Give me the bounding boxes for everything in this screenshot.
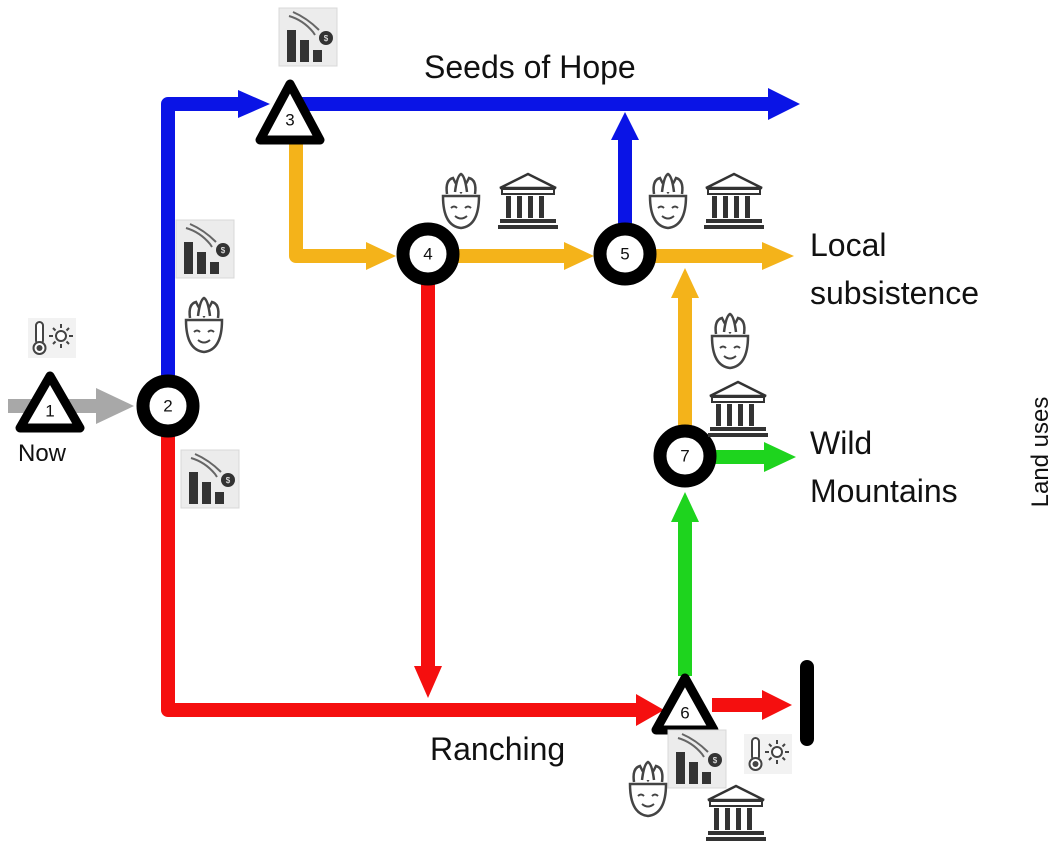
blue-path-seeds-of-hope [300, 88, 800, 120]
wellbeing-head-icon [648, 172, 688, 230]
economy-decline-icon [278, 7, 338, 67]
label-wild-mountains-2: Mountains [810, 473, 958, 509]
economy-decline-icon [667, 729, 727, 789]
institution-building-icon [704, 784, 768, 843]
economy-decline-icon [175, 219, 235, 279]
institution-building-icon [706, 380, 770, 439]
node-6: 6 [651, 673, 719, 735]
wellbeing-head-icon [184, 296, 224, 354]
red-path-4-down [414, 284, 442, 698]
node-1-label: 1 [45, 402, 54, 421]
orange-path-4-to-5 [458, 242, 594, 270]
node-4: 4 [396, 222, 460, 286]
node-3-label: 3 [285, 111, 294, 130]
blue-path-2-to-3 [161, 90, 270, 380]
node-5: 5 [593, 222, 657, 286]
orange-path-3-to-4 [289, 140, 396, 270]
green-path-6-to-7 [671, 492, 699, 676]
institution-building-icon [702, 172, 766, 231]
red-path-ranching [161, 432, 664, 726]
blue-path-5-to-seeds [611, 112, 639, 228]
label-local-subsistence-2: subsistence [810, 275, 979, 311]
node-4-label: 4 [423, 245, 432, 264]
wellbeing-head-icon [710, 312, 750, 370]
label-ranching: Ranching [430, 731, 565, 767]
red-path-6-to-end [712, 690, 792, 720]
green-path-wild-mountains [714, 442, 796, 472]
node-6-label: 6 [680, 704, 689, 723]
node-3: 3 [255, 79, 325, 145]
node-7-label: 7 [680, 447, 689, 466]
label-now: Now [18, 440, 67, 467]
node-7: 7 [653, 424, 717, 488]
pathway-end-bar [800, 660, 814, 746]
economy-decline-icon [180, 449, 240, 509]
orange-path-local-subsistence [655, 242, 794, 270]
label-seeds-of-hope: Seeds of Hope [424, 49, 636, 85]
label-wild-mountains-1: Wild [810, 425, 872, 461]
institution-building-icon [496, 172, 560, 231]
label-land-uses: Land uses [1027, 397, 1054, 508]
wellbeing-head-icon [628, 760, 668, 818]
node-2-label: 2 [163, 397, 172, 416]
wellbeing-head-icon [441, 172, 481, 230]
label-local-subsistence-1: Local [810, 227, 887, 263]
node-2: 2 [136, 374, 200, 438]
node-5-label: 5 [620, 245, 629, 264]
node-1: 1 [15, 371, 85, 433]
orange-path-7-to-local [671, 268, 699, 428]
climate-thermometer-sun-icon [743, 733, 793, 775]
climate-thermometer-sun-icon [27, 317, 77, 359]
